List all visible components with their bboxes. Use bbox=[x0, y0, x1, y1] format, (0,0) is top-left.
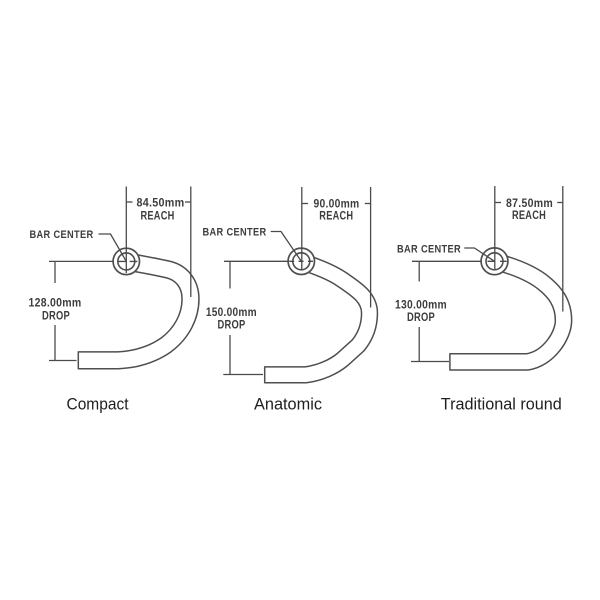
svg-text:90.00mm: 90.00mm bbox=[314, 199, 360, 211]
svg-text:DROP: DROP bbox=[42, 310, 70, 322]
svg-text:REACH: REACH bbox=[319, 211, 353, 223]
svg-text:Anatomic: Anatomic bbox=[254, 394, 322, 413]
svg-text:BAR CENTER: BAR CENTER bbox=[203, 227, 267, 239]
svg-text:DROP: DROP bbox=[407, 312, 435, 324]
svg-text:DROP: DROP bbox=[218, 319, 246, 331]
svg-text:128.00mm: 128.00mm bbox=[29, 298, 82, 310]
svg-text:150.00mm: 150.00mm bbox=[206, 307, 257, 319]
svg-text:Compact: Compact bbox=[67, 394, 129, 413]
svg-text:BAR CENTER: BAR CENTER bbox=[397, 243, 461, 255]
svg-text:130.00mm: 130.00mm bbox=[395, 300, 447, 312]
svg-text:87.50mm: 87.50mm bbox=[506, 198, 553, 210]
svg-text:Traditional round: Traditional round bbox=[441, 394, 562, 413]
svg-text:84.50mm: 84.50mm bbox=[137, 198, 185, 210]
svg-text:BAR CENTER: BAR CENTER bbox=[30, 229, 94, 241]
svg-text:REACH: REACH bbox=[141, 210, 175, 222]
svg-text:REACH: REACH bbox=[512, 210, 546, 222]
